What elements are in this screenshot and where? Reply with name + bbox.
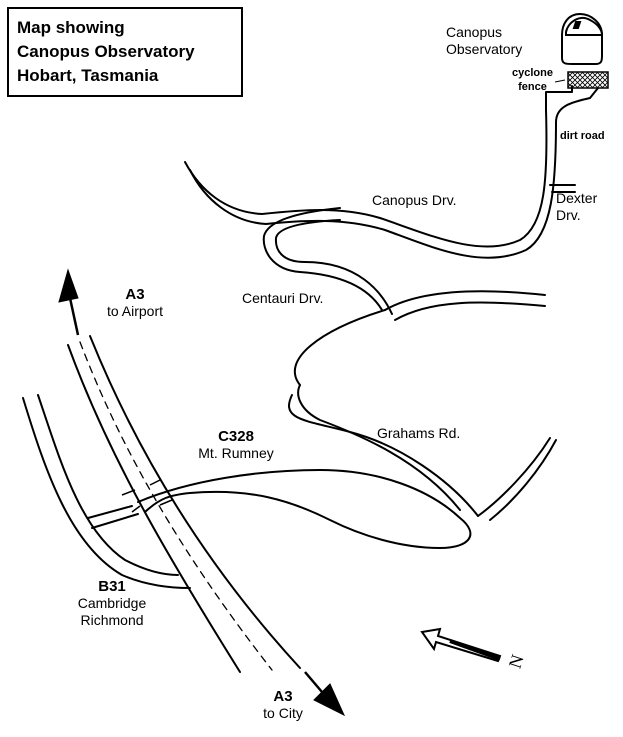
label-observatory: Canopus Observatory	[446, 24, 523, 57]
road-c328	[137, 469, 472, 549]
road-a3	[67, 335, 301, 673]
label-a3-south: A3 to City	[263, 688, 303, 721]
title-line-2: Canopus Observatory	[17, 42, 195, 61]
road-dexter	[549, 184, 576, 193]
label-centauri-drv: Centauri Drv.	[242, 290, 324, 306]
label-dirt-road: dirt road	[560, 130, 605, 142]
label-grahams-rd: Grahams Rd.	[377, 425, 461, 441]
arrow-a3-south	[304, 671, 346, 717]
road-dirt	[545, 85, 599, 123]
road-b31	[22, 394, 191, 589]
title-line-1: Map showing	[17, 18, 125, 37]
title-box: Map showing Canopus Observatory Hobart, …	[7, 7, 243, 97]
observatory-icon	[561, 12, 604, 65]
road-canopus	[184, 109, 557, 259]
cyclone-fence-icon	[567, 71, 609, 89]
north-arrow-icon	[420, 627, 502, 663]
title-line-3: Hobart, Tasmania	[17, 66, 159, 85]
label-dexter-drv: Dexter Drv.	[556, 190, 598, 223]
interchange-ticks	[121, 479, 173, 513]
road-b31-connector	[87, 505, 139, 529]
label-cyclone-fence: cyclone fence	[512, 67, 553, 93]
north-arrow-letter: N	[505, 652, 528, 671]
label-b31: B31 Cambridge Richmond	[77, 578, 147, 628]
label-canopus-drv: Canopus Drv.	[372, 192, 457, 208]
road-centauri	[262, 207, 393, 315]
fence-pointer	[554, 79, 566, 83]
road-grahams	[288, 290, 557, 521]
label-a3-north: A3 to Airport	[106, 286, 164, 319]
label-c328: C328 Mt. Rumney	[198, 428, 274, 461]
arrow-a3-north	[58, 268, 80, 336]
